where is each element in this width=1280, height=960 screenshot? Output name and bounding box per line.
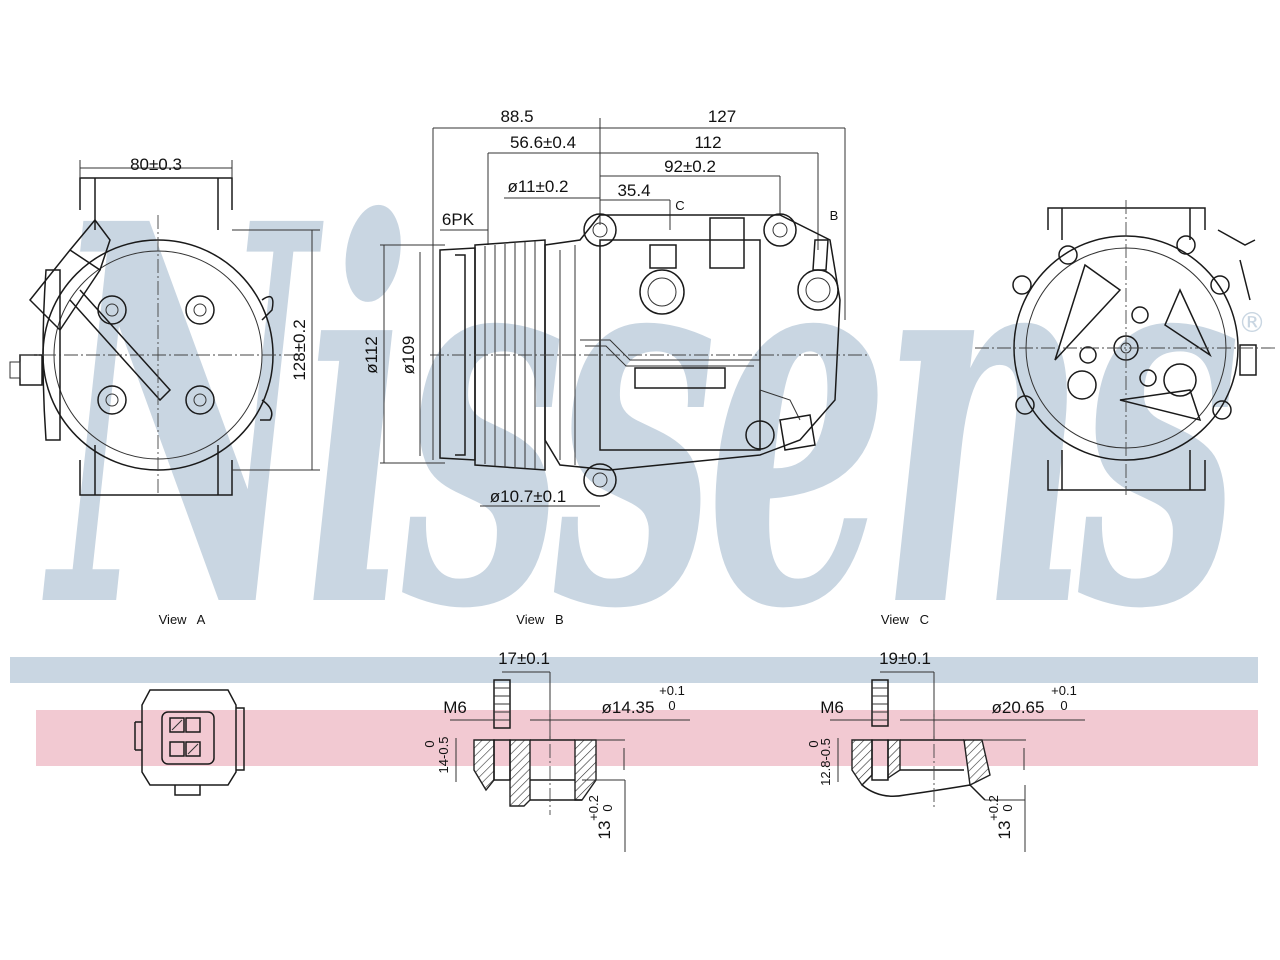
dim-side-127: 127 bbox=[708, 107, 736, 126]
dim-view-a-height: 128±0.2 bbox=[290, 319, 309, 380]
dim-side-dia-109: ø109 bbox=[399, 336, 418, 375]
dim-side-56-6: 56.6±0.4 bbox=[510, 133, 576, 152]
connector-detail-drawing bbox=[134, 689, 245, 796]
detail-c-right-vert-tol-plus: +0.2 bbox=[986, 795, 1001, 821]
view-c-drawing bbox=[975, 200, 1275, 495]
dim-side-hole-10-7: ø10.7±0.1 bbox=[490, 487, 566, 506]
detail-c-left-vert-zero: 0 bbox=[806, 740, 821, 747]
dim-side-dia-112: ø112 bbox=[362, 336, 381, 374]
watermark-registered-mark: ® bbox=[1238, 306, 1266, 339]
view-a-caption: View A bbox=[159, 612, 206, 627]
detail-b-right-vert-tol-zero: 0 bbox=[600, 804, 615, 811]
belt-type-label: 6PK bbox=[442, 210, 475, 229]
dim-side-92: 92±0.2 bbox=[664, 157, 716, 176]
dim-side-hole-11: ø11±0.2 bbox=[508, 177, 569, 196]
detail-c-thread: M6 bbox=[820, 698, 844, 717]
detail-b-thread: M6 bbox=[443, 698, 467, 717]
blue-band bbox=[10, 657, 1258, 683]
detail-b-right-vert: 13 bbox=[595, 821, 614, 840]
detail-c-bore-tol-plus: +0.1 bbox=[1051, 683, 1077, 698]
detail-c-left-vert: 12.8-0.5 bbox=[818, 738, 833, 786]
detail-b-bore-tol-plus: +0.1 bbox=[659, 683, 685, 698]
view-b-caption: View B bbox=[516, 612, 563, 627]
detail-b-bore: ø14.35 bbox=[602, 698, 655, 717]
detail-b-right-vert-tol-plus: +0.2 bbox=[586, 795, 601, 821]
view-c-caption: View C bbox=[881, 612, 929, 627]
watermark-text: Nissens bbox=[41, 112, 1237, 723]
detail-b-top-dim: 17±0.1 bbox=[498, 649, 550, 668]
watermark: Nissens ® bbox=[41, 112, 1266, 723]
dim-view-a-width: 80±0.3 bbox=[130, 155, 182, 174]
dim-side-88-5: 88.5 bbox=[500, 107, 533, 126]
detail-b-bore-tol-zero: 0 bbox=[668, 698, 675, 713]
detail-b-left-vert-zero: 0 bbox=[422, 740, 437, 747]
detail-c-bore: ø20.65 bbox=[992, 698, 1045, 717]
view-a-drawing bbox=[9, 160, 320, 496]
dim-side-35-4: 35.4 bbox=[617, 181, 650, 200]
pink-band bbox=[36, 710, 1258, 766]
detail-b-left-vert: 14-0.5 bbox=[436, 737, 451, 774]
detail-c-top-dim: 19±0.1 bbox=[879, 649, 931, 668]
detail-c-right-vert-tol-zero: 0 bbox=[1000, 804, 1015, 811]
marker-c: C bbox=[675, 198, 684, 213]
detail-c-bore-tol-zero: 0 bbox=[1060, 698, 1067, 713]
marker-b: B bbox=[830, 208, 839, 223]
detail-b-drawing bbox=[450, 671, 690, 852]
detail-c-drawing bbox=[830, 671, 1085, 852]
dim-side-112: 112 bbox=[694, 133, 721, 152]
detail-c-right-vert: 13 bbox=[995, 821, 1014, 840]
side-view-drawing bbox=[380, 118, 870, 507]
